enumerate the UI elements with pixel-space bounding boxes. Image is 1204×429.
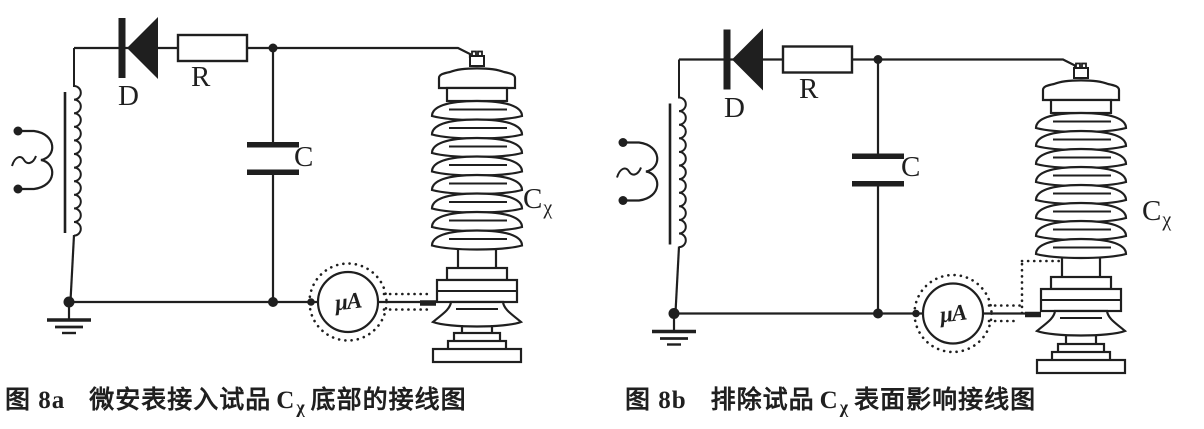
insulator-shed [430,229,524,251]
microammeter-label: μA [333,287,363,316]
capacitor-label: C [294,141,314,173]
cx-main: C [1142,195,1162,227]
insulator-top-terminal [469,50,485,67]
circuit-core-8a [12,17,470,341]
insulator-shed [430,192,524,214]
insulator-shed [1034,111,1128,134]
caption-text-before: 微安表接入试品 [89,387,272,414]
insulator-collar [445,86,509,103]
insulator-cap [1041,79,1121,102]
insulator-top-terminal [1073,62,1089,79]
insulator-stem [1060,255,1102,280]
cx-main: C [523,183,543,215]
cx-subscript: χ [839,397,850,417]
insulator-shed [430,155,524,177]
diode-label: D [118,80,139,112]
insulator-bell-shed [431,300,523,328]
insulator-flange [445,266,509,282]
insulator-bell-shed [1035,309,1127,337]
insulator-shed [430,210,524,233]
insulator-shed [1034,237,1128,260]
insulator-shed [430,173,524,196]
figure-number: 图 8b [625,387,687,414]
insulator-shed [430,99,524,122]
figure-number: 图 8a [5,387,66,414]
insulator-shed [1034,165,1128,188]
diode-label: D [724,92,745,124]
caption-text-after: 底部的接线图 [310,387,467,414]
microammeter-label: μA [938,299,968,328]
resistor-label: R [799,73,819,105]
insulator-shed [1034,183,1128,206]
test-object-insulator-icon [430,50,524,364]
insulator-collar [1049,98,1113,115]
resistor-label: R [191,61,211,93]
caption-text-before: 排除试品 [710,387,815,414]
cx-subscript: χ [1162,209,1172,231]
cx-main: C [819,387,839,414]
insulator-shed [1034,129,1128,152]
insulator-flange [1039,287,1123,313]
cx-subscript: χ [296,397,306,417]
insulator-shed [430,118,524,140]
insulator-shed [1034,201,1128,224]
cx-subscript: χ [543,197,553,219]
insulator-shed [430,136,524,159]
caption-text-after: 表面影响接线图 [854,387,1037,414]
caption-cx-symbol: Cχ [276,387,306,417]
insulator-stem [456,247,498,272]
caption-cx-symbol: Cχ [819,387,850,417]
insulator-flange [435,278,519,304]
figure-8a-circuit [12,17,524,364]
capacitor-label: C [901,151,921,183]
circuit-core-8b [617,29,1075,353]
insulator-base [431,347,523,364]
insulator-flange [1049,275,1113,291]
test-object-label: Cχ [523,183,552,219]
test-object-label: Cχ [1142,195,1171,231]
insulator-cap [437,67,517,90]
test-object-insulator-icon [1034,62,1128,375]
guard-wire-dotted-icon [382,292,434,311]
cx-main: C [276,387,296,414]
insulator-shed [1034,219,1128,242]
insulator-shed [1034,147,1128,170]
insulator-base [1035,358,1127,375]
figure-8b-circuit [617,29,1128,375]
guard-wire-dotted-icon [987,259,1063,323]
